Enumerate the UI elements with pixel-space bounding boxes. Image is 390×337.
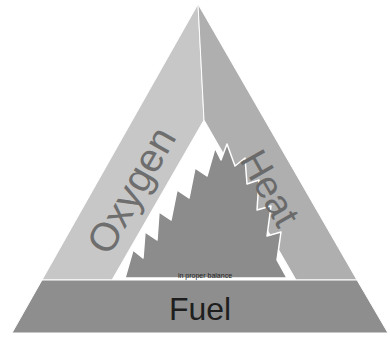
label-holder: Fuel bbox=[169, 293, 231, 325]
flame-shape bbox=[125, 144, 287, 278]
flame-label: in proper balance bbox=[178, 272, 232, 279]
fuel-band: Fuel bbox=[12, 280, 388, 333]
fuel-band-shape bbox=[12, 280, 388, 333]
fuel-band-label: Fuel bbox=[169, 291, 231, 327]
label-holder: in proper balance bbox=[178, 265, 232, 281]
